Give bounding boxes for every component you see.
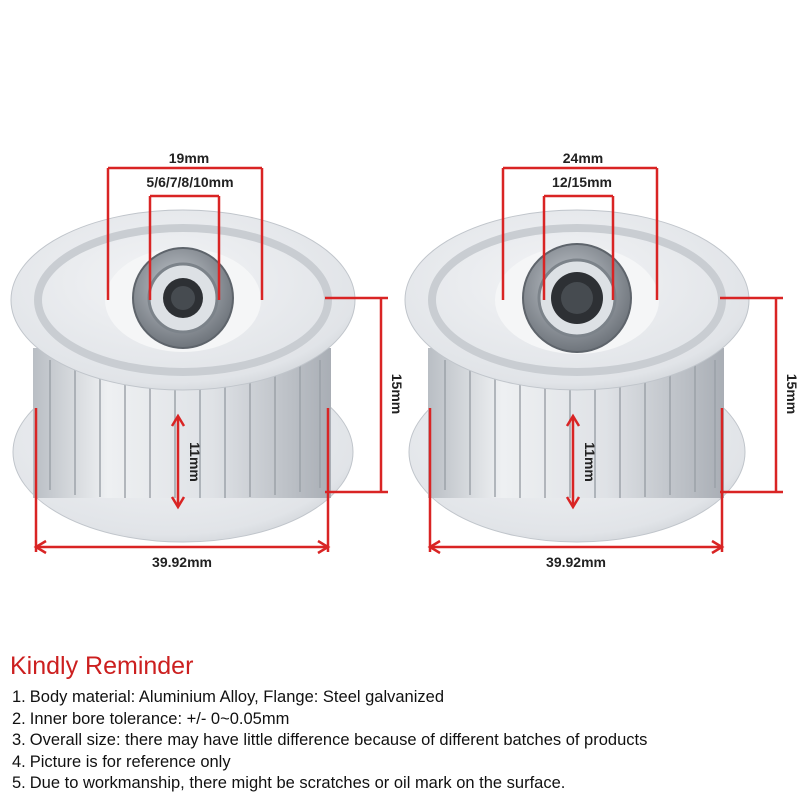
reminder-item: 1.Body material: Aluminium Alloy, Flange… [12,687,790,709]
flange-groove [34,224,332,376]
belt-width-label-2: 11mm [582,442,598,482]
diameter-label-1: 39.92mm [152,554,212,570]
item-number: 4. [12,752,26,771]
item-number: 1. [12,688,26,706]
belt-width-label-1: 11mm [187,442,203,482]
reminder-item: 5.Due to workmanship, there might be scr… [12,773,790,795]
item-text: Picture is for reference only [29,752,231,771]
bore-label-1: 5/6/7/8/10mm [146,174,233,190]
height-label-2: 15mm [784,374,800,414]
reminder-title: Kindly Reminder [10,652,194,680]
outer-bearing-label-1: 19mm [169,150,209,166]
item-text: Due to workmanship, there might be scrat… [29,774,566,792]
item-number: 5. [12,774,26,792]
item-number: 3. [12,731,26,749]
dimension-lines-2 [427,166,783,555]
outer-bearing-label-2: 24mm [563,150,603,166]
pulley-diagram: 19mm 5/6/7/8/10mm 15mm 11mm 39.92mm 24mm… [10,150,800,570]
item-number: 2. [12,709,26,728]
reminder-item: 4.Picture is for reference only [12,752,790,774]
bore-label-2: 12/15mm [552,174,612,190]
diameter-label-2: 39.92mm [546,554,606,570]
item-text: Body material: Aluminium Alloy, Flange: … [29,688,445,706]
pulley-1 [10,209,356,543]
kindly-reminder-section: Kindly Reminder 1.Body material: Alumini… [10,652,790,795]
dimension-lines-1 [33,166,388,555]
reminder-item: 2.Inner bore tolerance: +/- 0~0.05mm [12,709,790,731]
reminder-list: 1.Body material: Aluminium Alloy, Flange… [10,687,790,795]
item-text: Inner bore tolerance: +/- 0~0.05mm [29,709,290,728]
flange-groove [428,224,726,376]
item-text: Overall size: there may have little diff… [29,731,648,749]
reminder-item: 3.Overall size: there may have little di… [12,730,790,752]
pulley-2 [404,209,750,543]
height-label-1: 15mm [389,374,405,414]
